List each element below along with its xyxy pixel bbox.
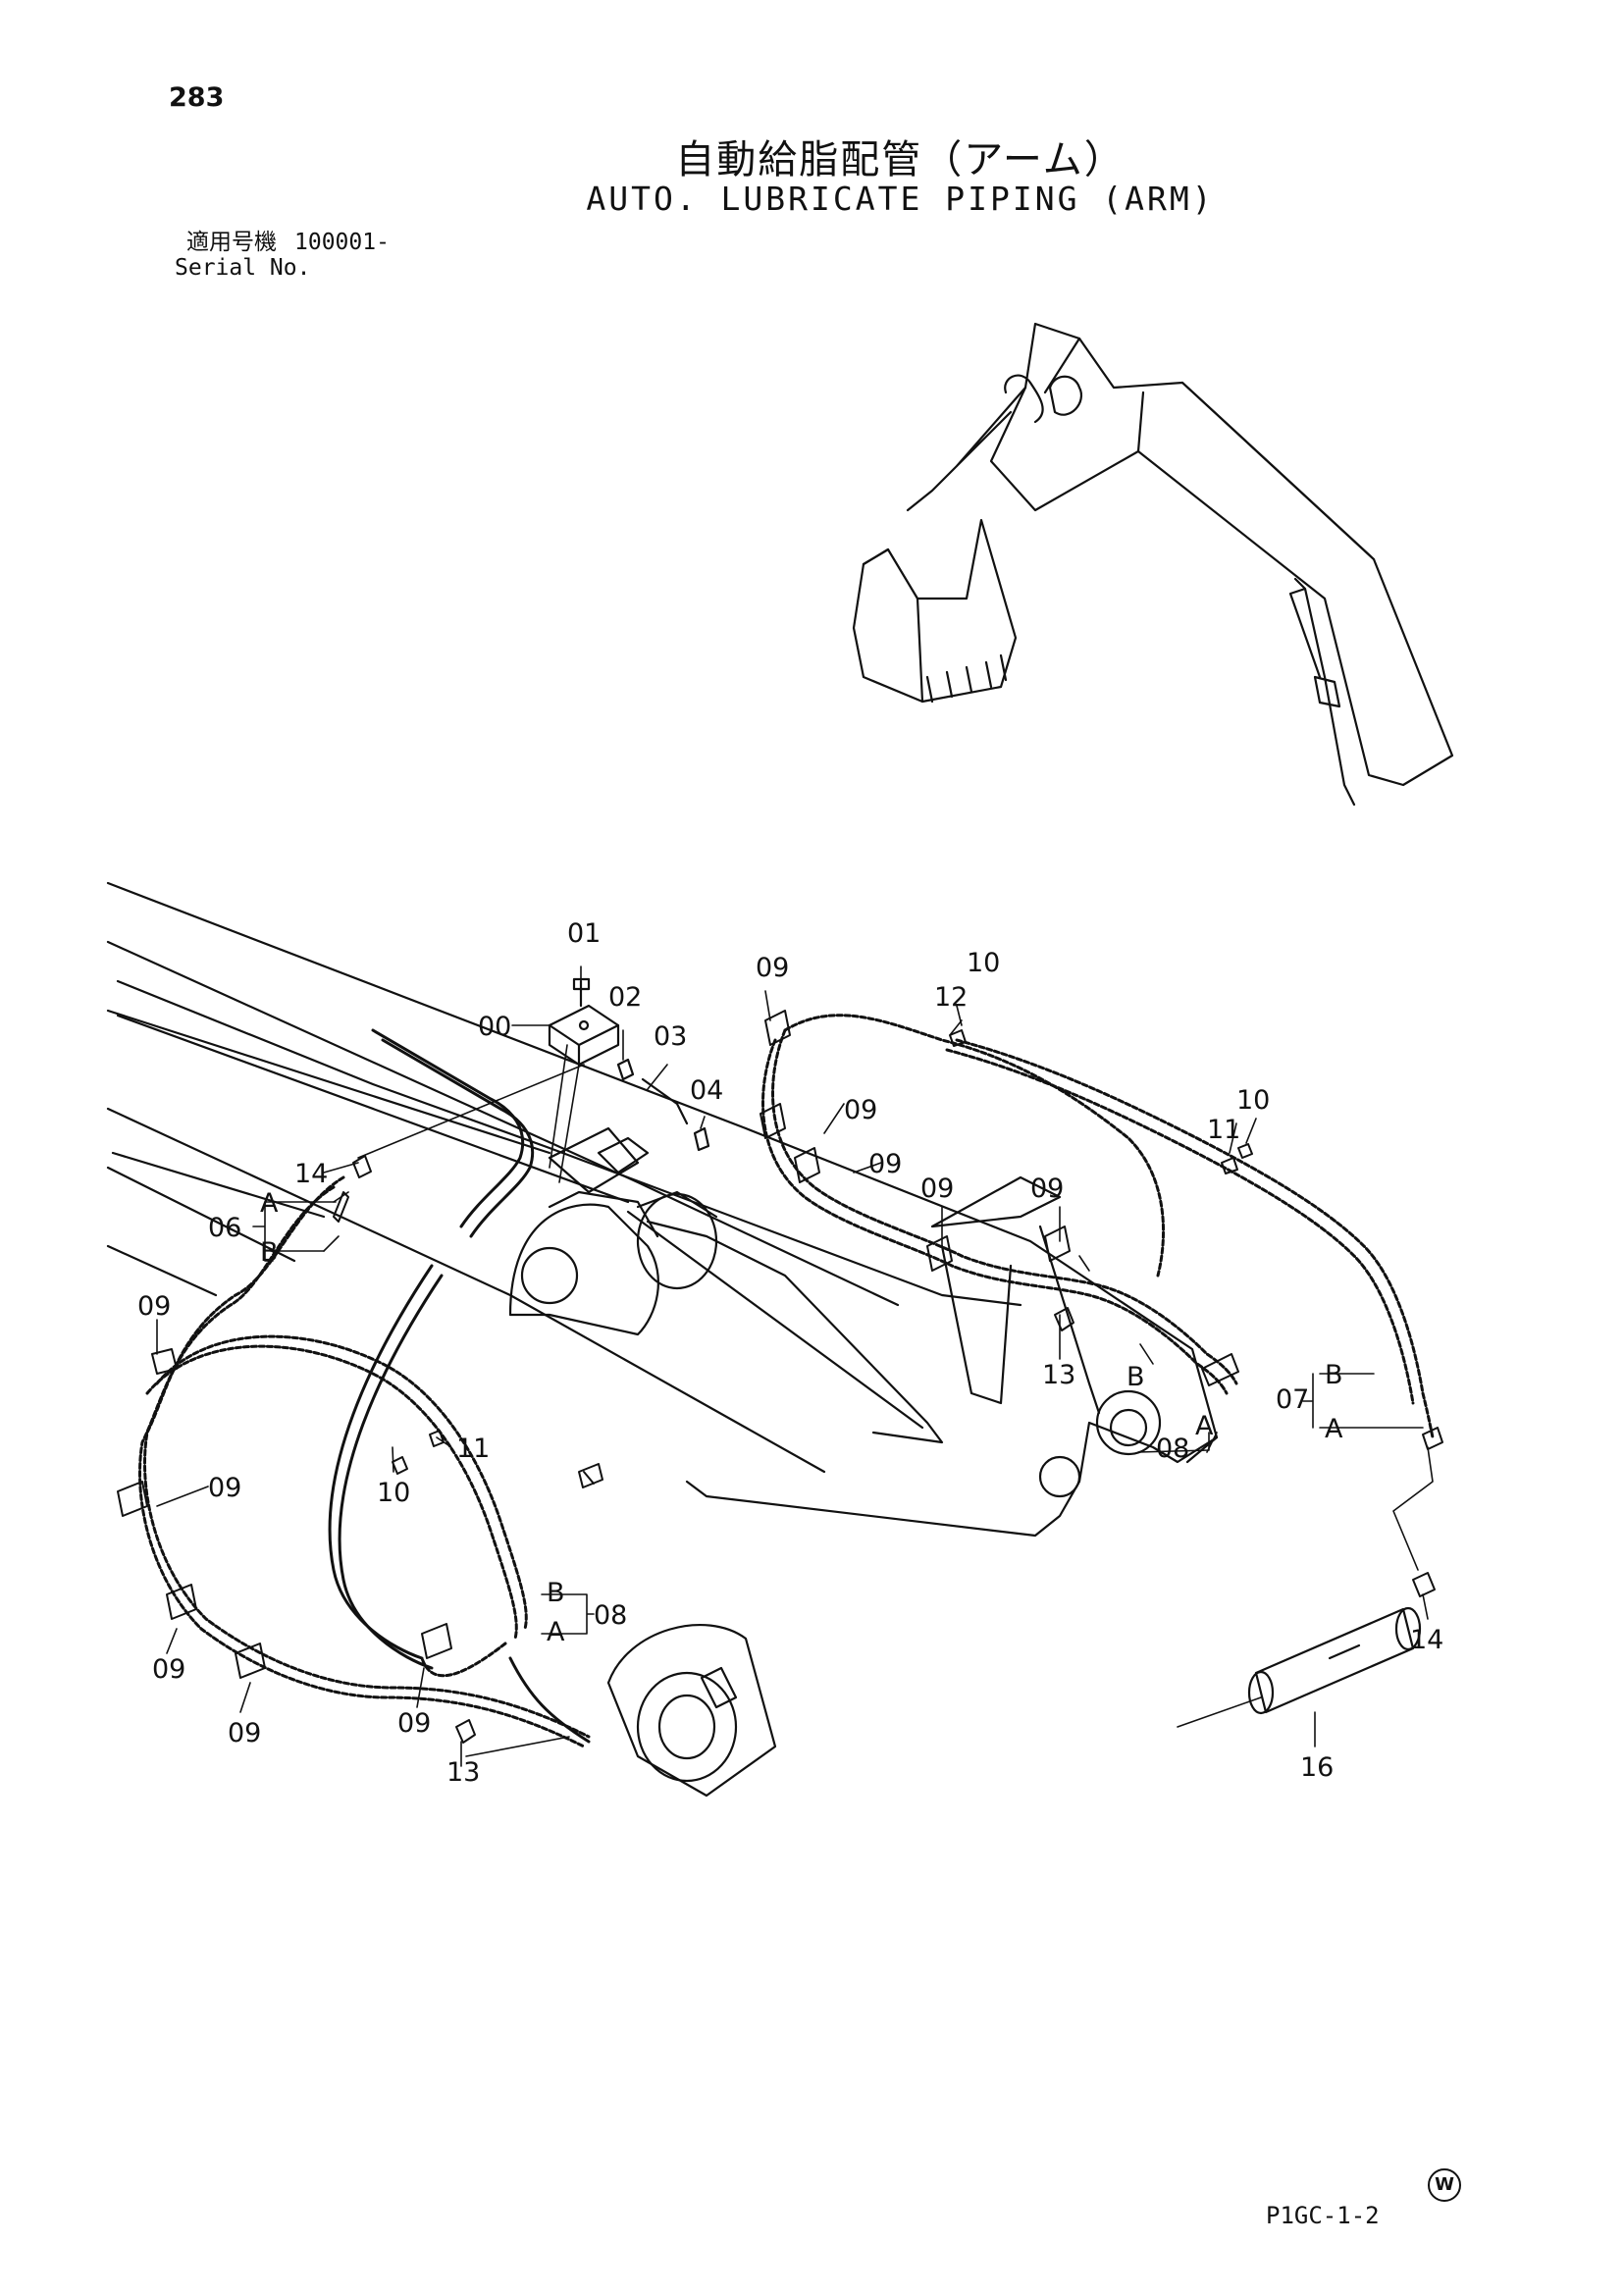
callout-08-right: 08 (1156, 1434, 1189, 1464)
callout-16: 16 (1300, 1752, 1334, 1783)
callout-06-a: A (260, 1188, 279, 1219)
callout-09-i: 09 (920, 1174, 954, 1204)
arm-overview-inset (852, 322, 1454, 807)
callout-labels: 00 01 02 03 04 14 06 A B 09 09 09 09 09 … (137, 918, 1443, 1788)
serial-value: 100001- (294, 230, 390, 255)
callout-13-right: 13 (1042, 1360, 1075, 1390)
callout-14-right: 14 (1410, 1625, 1443, 1655)
arm-body (106, 881, 1219, 1798)
page-title-japanese: 自動給脂配管（アーム） (675, 137, 1126, 183)
callout-12: 12 (934, 982, 968, 1013)
callout-07-b: B (1325, 1360, 1343, 1390)
callout-10-left: 10 (377, 1478, 410, 1508)
serial-label-english: Serial No. (175, 255, 311, 281)
callout-00: 00 (478, 1012, 511, 1042)
callout-10-right: 10 (1236, 1085, 1270, 1116)
callout-09-b: 09 (208, 1473, 241, 1503)
page-title-english: AUTO. LUBRICATE PIPING (ARM) (586, 180, 1215, 218)
callout-08-left: 08 (594, 1600, 627, 1631)
callout-13-left: 13 (446, 1757, 480, 1788)
callout-09-h: 09 (868, 1149, 902, 1179)
callout-09-c: 09 (152, 1654, 185, 1685)
callout-08-right-b: B (1126, 1362, 1145, 1392)
grease-hoses (138, 1014, 1435, 1748)
callout-02: 02 (608, 982, 642, 1013)
watermark-logo: W (1428, 2168, 1461, 2202)
pin-16 (1247, 1606, 1422, 1715)
callout-07: 07 (1276, 1384, 1309, 1415)
callout-09-e: 09 (397, 1708, 431, 1739)
leader-lines (156, 965, 1434, 1767)
page-number: 283 (169, 82, 225, 113)
callout-09-f: 09 (756, 953, 789, 983)
distributor-block (548, 977, 710, 1152)
callout-09-j: 09 (1030, 1174, 1064, 1204)
callout-01: 01 (567, 918, 601, 949)
callout-08-right-a: A (1195, 1411, 1214, 1441)
serial-number-block: 適用号機 100001- Serial No. (175, 230, 390, 281)
callout-04: 04 (690, 1075, 723, 1106)
callout-09-g: 09 (844, 1095, 877, 1125)
callout-08-left-b: B (547, 1578, 565, 1608)
serial-label-japanese: 適用号機 (186, 230, 277, 255)
callout-14-left: 14 (294, 1159, 328, 1189)
callout-07-a: A (1325, 1414, 1343, 1444)
callout-06: 06 (208, 1213, 241, 1243)
callout-11-right: 11 (1207, 1115, 1240, 1145)
callout-09-a: 09 (137, 1291, 171, 1322)
callout-11-left: 11 (456, 1434, 490, 1464)
callout-10-top: 10 (967, 948, 1000, 978)
callout-03: 03 (654, 1021, 687, 1052)
callout-08-left-a: A (547, 1617, 565, 1647)
callout-06-b: B (260, 1237, 279, 1268)
clamps-and-fittings (117, 1010, 1443, 1744)
callout-09-d: 09 (228, 1718, 261, 1748)
drawing-code: P1GC-1-2 (1266, 2202, 1380, 2229)
